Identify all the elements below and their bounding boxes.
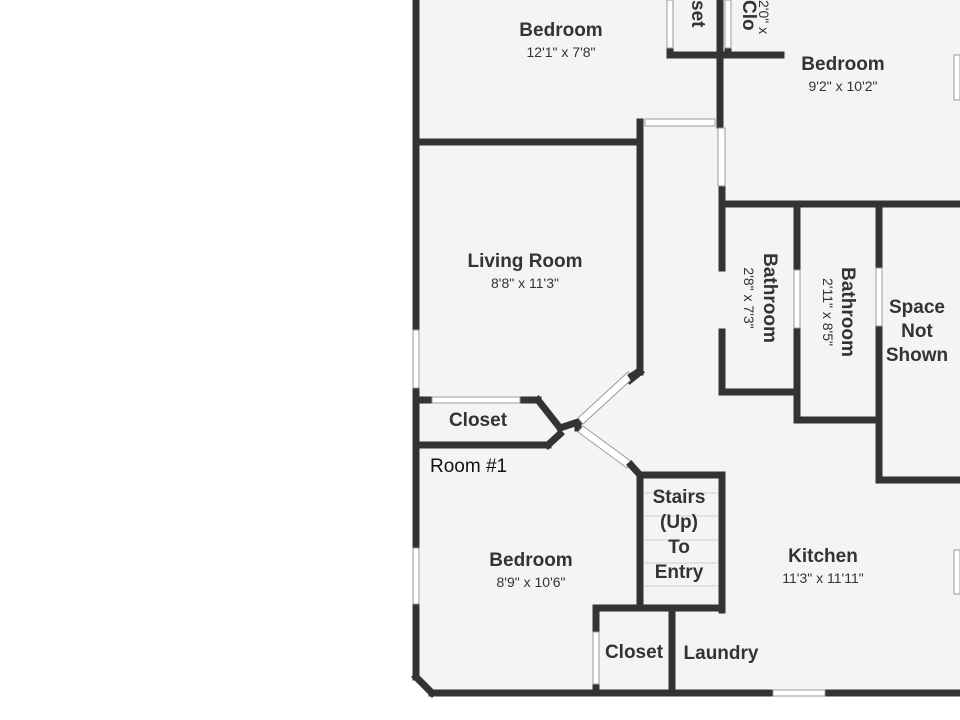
room-name: Laundry <box>684 643 759 664</box>
room-kitchen: Kitchen 11'3" x 11'11" <box>782 546 863 586</box>
room-name: Living Room <box>467 251 582 272</box>
closet-label: set <box>687 0 708 28</box>
room-name: Bathroom <box>759 253 780 343</box>
stairs-line-1: Stairs <box>653 487 706 508</box>
room-name: Bathroom <box>837 267 858 357</box>
room-bathroom-1: Bathroom 2'8" x 7'3" <box>741 253 780 343</box>
closet-label: Clo <box>738 0 759 31</box>
space-line-2: Not <box>901 321 933 342</box>
space-line-3: Shown <box>886 345 948 366</box>
closet-top-a: set <box>687 0 708 28</box>
room-name: Kitchen <box>788 546 858 567</box>
room-closet-bottom: Closet <box>605 642 664 663</box>
angled-walls <box>626 367 726 480</box>
room-dimensions: 12'1" x 7'8" <box>527 44 596 60</box>
room-bedroom-top-right: Bedroom 9'2" x 10'2" <box>801 54 884 94</box>
room-name: Closet <box>449 410 508 431</box>
stair-treads <box>644 492 718 587</box>
room-bathroom-2: Bathroom 2'11" x 8'5" <box>820 267 858 357</box>
closet-dimensions: 2'0" x <box>756 0 772 34</box>
room-laundry: Laundry <box>684 643 759 664</box>
room-bedroom-bottom: Bedroom 8'9" x 10'6" <box>489 550 572 590</box>
room-dimensions: 9'2" x 10'2" <box>809 78 878 94</box>
stairs-line-4: Entry <box>655 562 704 583</box>
room-number-label: Room #1 <box>430 456 507 477</box>
stairs-line-3: To <box>668 537 690 558</box>
room-name: Closet <box>605 642 664 663</box>
room-dimensions: 11'3" x 11'11" <box>782 570 863 586</box>
room-living-room: Living Room 8'8" x 11'3" <box>467 251 582 291</box>
room-dimensions: 2'11" x 8'5" <box>820 278 836 346</box>
closet-top-b: Clo 2'0" x <box>738 0 772 34</box>
door-openings <box>412 0 960 697</box>
room-closet-mid: Closet <box>449 410 508 431</box>
space-line-1: Space <box>889 297 945 318</box>
stairs-up-to-entry: Stairs (Up) To Entry <box>653 487 706 583</box>
room-bedroom-top-left: Bedroom 12'1" x 7'8" <box>519 20 602 60</box>
floor-area <box>416 0 960 693</box>
room-dimensions: 8'8" x 11'3" <box>491 275 559 291</box>
stairs-line-2: (Up) <box>660 512 698 533</box>
room-space-not-shown: Space Not Shown <box>886 297 948 366</box>
room-name: Bedroom <box>801 54 884 75</box>
room-name: Bedroom <box>519 20 602 41</box>
room-dimensions: 8'9" x 10'6" <box>497 574 566 590</box>
room-name: Bedroom <box>489 550 572 571</box>
room-dimensions: 2'8" x 7'3" <box>741 267 757 328</box>
